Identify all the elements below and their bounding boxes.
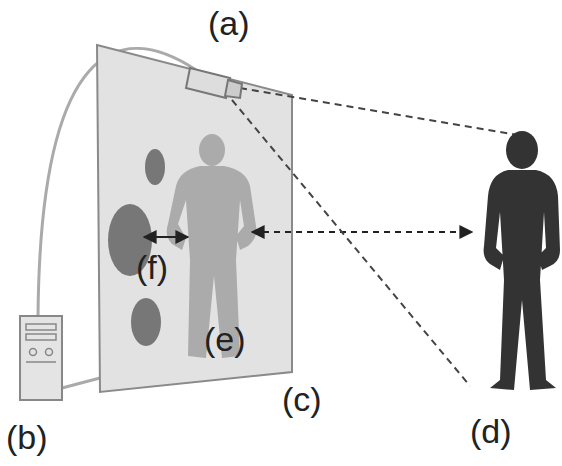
cable bbox=[62, 378, 100, 388]
field-of-view bbox=[232, 100, 470, 386]
field-of-view bbox=[240, 88, 524, 136]
computer bbox=[20, 316, 62, 400]
callout-label: (e) bbox=[204, 322, 246, 356]
callout-label: (d) bbox=[470, 414, 512, 448]
target-circle bbox=[145, 149, 165, 185]
projection-screen bbox=[97, 45, 292, 392]
target-circle bbox=[131, 298, 161, 346]
callout-label: (b) bbox=[6, 420, 48, 454]
distance-arrow bbox=[144, 236, 188, 238]
callout-label: (a) bbox=[208, 6, 250, 40]
distance-arrow bbox=[252, 231, 472, 233]
person bbox=[484, 131, 560, 390]
callout-label: (c) bbox=[282, 382, 322, 416]
shadow-silhouette bbox=[167, 134, 257, 358]
callout-label: (f) bbox=[136, 250, 168, 284]
camera bbox=[186, 68, 242, 98]
